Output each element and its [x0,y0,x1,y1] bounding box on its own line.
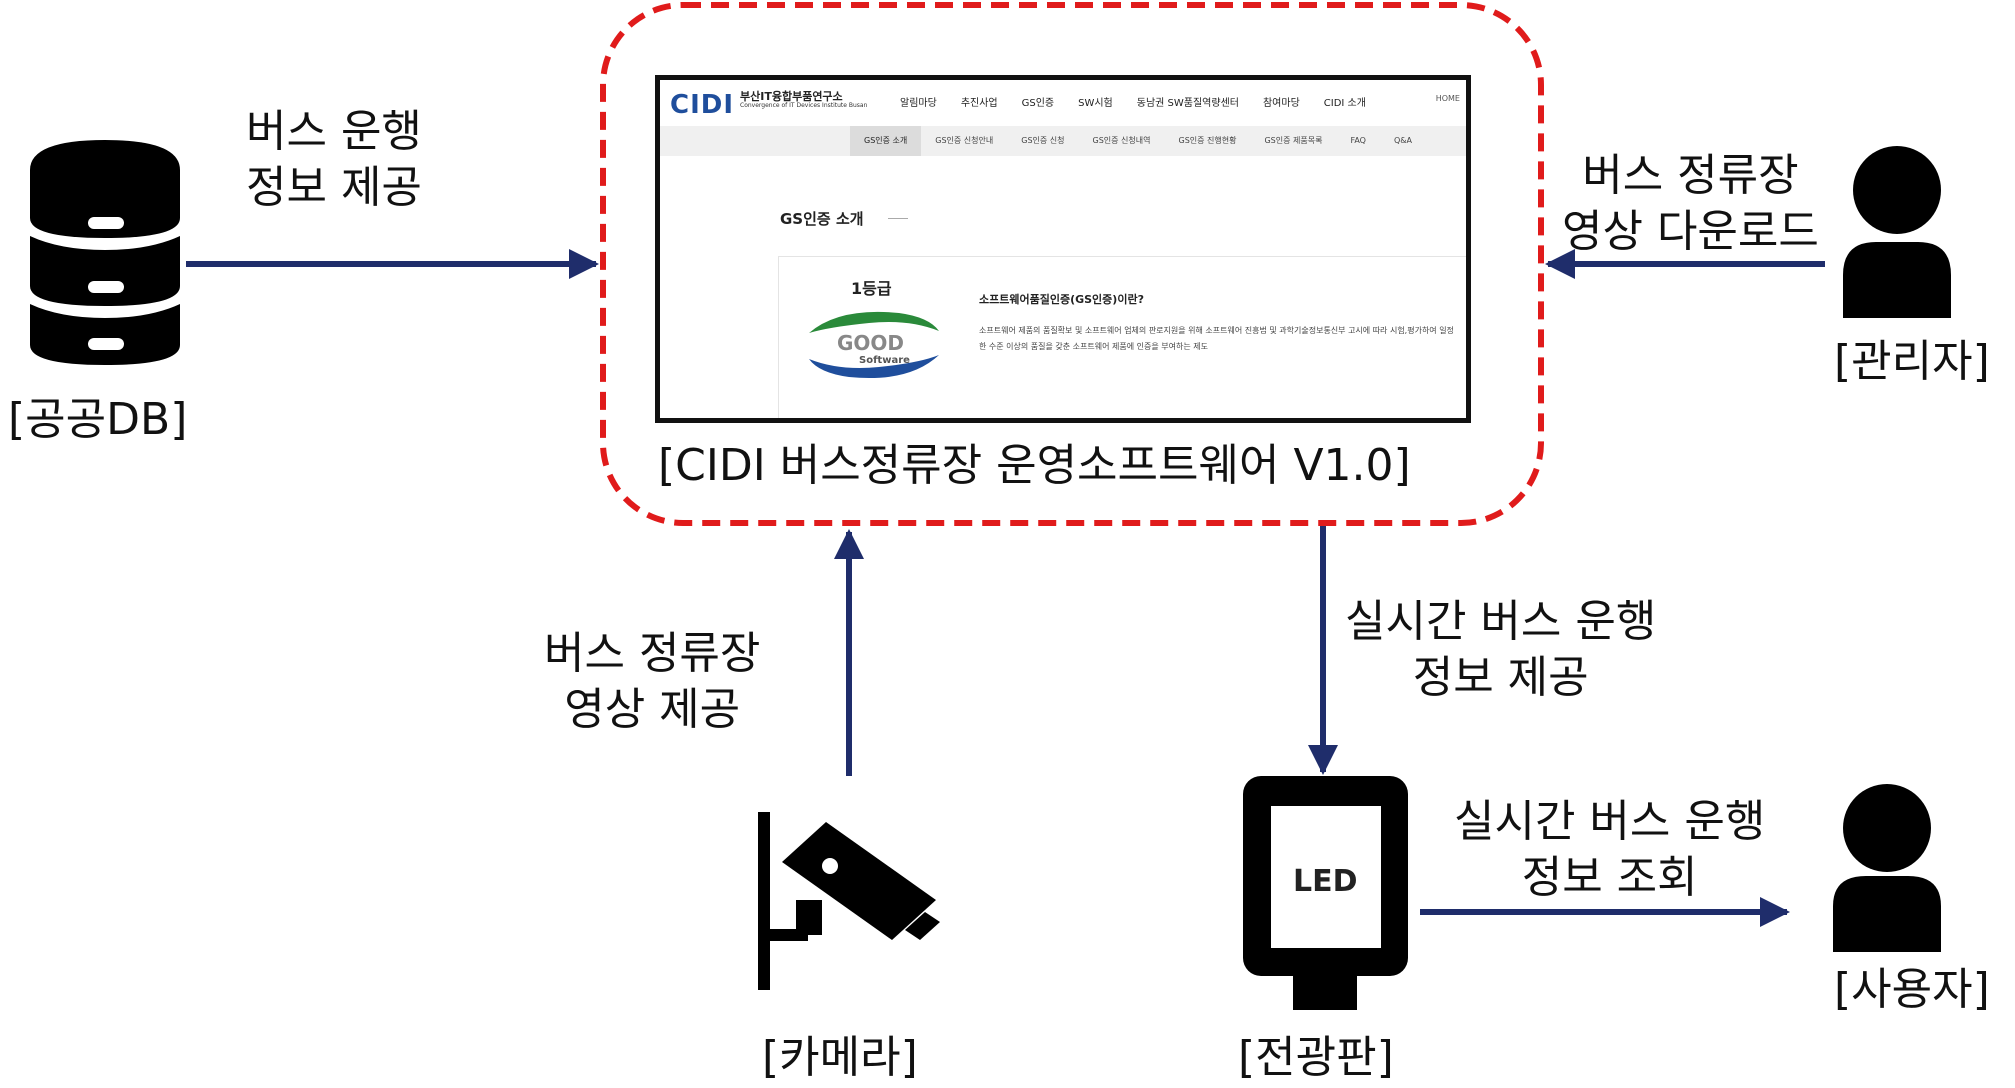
sub-nav-item[interactable]: GS인증 신청내역 [1092,136,1151,145]
section-title: GS인증 소개 [780,210,864,228]
top-nav-item[interactable]: GS인증 [1021,98,1055,109]
sub-nav-item[interactable]: GS인증 신청안내 [935,136,994,145]
db-arrow-label-line2: 정보 제공 [246,162,422,213]
camera-arrow-label-line2: 영상 제공 [564,684,741,735]
software-label: [CIDI 버스정류장 운영소프트웨어 V1.0] [658,440,1411,491]
card-body: 소프트웨어 제품의 품질확보 및 소프트웨어 업체의 판로지원을 위해 소프트웨… [979,326,1454,351]
user-label: [사용자] [1834,964,1990,1015]
gs-info-card: 1등급 GOOD Software 소프트웨어품질인증(GS인증)이란? 소프트… [778,256,1466,418]
user-arrow-label-line2: 정보 조회 [1521,852,1698,903]
section-title-rule [888,218,908,219]
top-nav-item[interactable]: 추진사업 [960,98,998,109]
sign-label: [전광판] [1238,1032,1394,1083]
sign-arrow-label-line1: 실시간 버스 운행 [1345,596,1657,647]
cctv-camera-icon [758,812,940,990]
top-nav-item[interactable]: SW시험 [1078,98,1113,109]
top-nav-item[interactable]: 알림마당 [900,98,937,109]
camera-arrow-label: 버스 정류장 영상 제공 [544,626,760,738]
software-screenshot: CIDI 부산IT융합부품연구소 Convergence of IT Devic… [655,75,1471,423]
user-person-icon [1833,784,1941,952]
good-logo-text: GOOD [837,331,904,355]
public-db-label: [공공DB] [8,394,188,445]
cidi-logo: CIDI [670,90,735,120]
top-nav-item[interactable]: CIDI 소개 [1323,98,1366,109]
logo-name: 부산IT융합부품연구소 [740,90,843,103]
good-software-logo: GOOD Software [809,311,939,379]
sign-arrow-label: 실시간 버스 운행 정보 제공 [1345,594,1656,706]
led-text: LED [1293,864,1358,899]
admin-arrow-label-line1: 버스 정류장 [1582,150,1799,201]
database-icon [30,140,180,365]
good-logo-sub: Software [859,355,910,366]
sub-nav: GS인증 소개 GS인증 신청안내 GS인증 신청 GS인증 신청내역 GS인증… [660,126,1466,156]
camera-arrow-label-line1: 버스 정류장 [544,628,761,679]
admin-label: [관리자] [1834,336,1990,387]
admin-person-icon [1843,146,1951,318]
screenshot-header: CIDI 부산IT융합부품연구소 Convergence of IT Devic… [660,80,1466,126]
db-arrow-label: 버스 운행 정보 제공 [246,104,422,216]
sub-nav-item[interactable]: GS인증 진행현황 [1178,136,1237,145]
software-boundary [600,2,1544,526]
db-arrow-label-line1: 버스 운행 [246,106,422,157]
sub-nav-item[interactable]: GS인증 소개 [850,126,922,156]
admin-arrow-label-line2: 영상 다운로드 [1562,206,1819,257]
led-sign-icon [1243,776,1408,1010]
grade-label: 1등급 [851,279,892,298]
sub-nav-item[interactable]: Q&A [1393,136,1412,145]
home-link[interactable]: HOME [1435,94,1460,103]
user-arrow-label-line1: 실시간 버스 운행 [1454,796,1766,847]
top-nav-item[interactable]: 동남권 SW품질역량센터 [1136,98,1239,109]
card-title: 소프트웨어품질인증(GS인증)이란? [979,293,1144,306]
user-arrow-label: 실시간 버스 운행 정보 조회 [1454,794,1765,906]
sub-nav-item[interactable]: GS인증 신청 [1021,136,1065,145]
logo-name-en: Convergence of IT Devices Institute Busa… [740,102,868,109]
top-nav-item[interactable]: 참여마당 [1262,98,1300,109]
camera-label: [카메라] [762,1032,918,1083]
admin-arrow-label: 버스 정류장 영상 다운로드 [1562,148,1819,260]
sign-arrow-label-line2: 정보 제공 [1412,652,1589,703]
top-nav: 알림마당 추진사업 GS인증 SW시험 동남권 SW품질역량센터 참여마당 CI… [900,94,1366,109]
sub-nav-item[interactable]: FAQ [1350,136,1366,145]
sub-nav-item[interactable]: GS인증 제품목록 [1264,136,1323,145]
